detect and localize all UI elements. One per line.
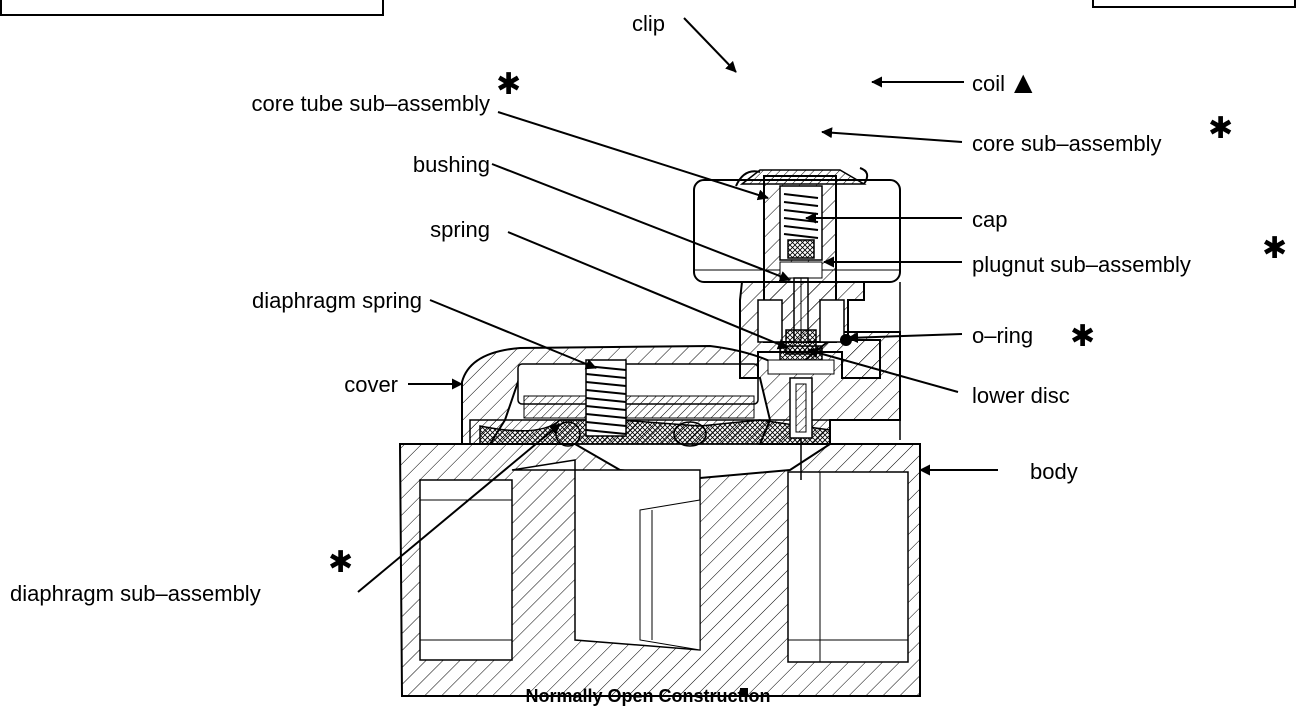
label-body: body bbox=[1030, 459, 1078, 484]
label-core-tube-sub-assembly: core tube sub–assembly bbox=[251, 91, 490, 116]
label-core-sub-assembly: core sub–assembly bbox=[972, 131, 1162, 156]
header-box-left bbox=[0, 0, 384, 16]
pilot-assembly bbox=[739, 281, 881, 379]
label-lower-disc: lower disc bbox=[972, 383, 1070, 408]
label-diaphragm-sub-assembly: diaphragm sub–assembly bbox=[10, 581, 261, 606]
leader-core-tube bbox=[497, 111, 769, 201]
valve-body bbox=[398, 443, 921, 697]
star-diaphragm-sub-assembly: ✱ bbox=[328, 545, 354, 580]
star-o-ring: ✱ bbox=[1070, 319, 1096, 354]
label-plugnut-sub-assembly: plugnut sub–assembly bbox=[972, 252, 1191, 277]
leader-o-ring bbox=[847, 332, 963, 344]
leader-lower-disc bbox=[807, 347, 959, 393]
label-diaphragm-spring: diaphragm spring bbox=[252, 288, 422, 313]
diagram-caption: Normally Open Construction bbox=[525, 686, 771, 706]
leader-clip bbox=[683, 17, 737, 73]
leader-spring bbox=[507, 231, 789, 350]
leader-core-sub-assembly bbox=[821, 127, 963, 143]
leader-diaphragm-sub-assembly bbox=[357, 423, 561, 593]
coil-triangle-icon: ▲ bbox=[1014, 68, 1033, 96]
leader-bushing bbox=[491, 163, 791, 282]
leader-diaphragm-spring bbox=[429, 299, 597, 370]
label-clip: clip bbox=[632, 11, 666, 36]
label-coil: coil bbox=[972, 71, 1006, 96]
label-spring: spring bbox=[430, 217, 490, 242]
star-plugnut-sub-assembly: ✱ bbox=[1262, 231, 1288, 266]
label-o-ring: o–ring bbox=[972, 323, 1034, 348]
valve-cover bbox=[461, 331, 901, 480]
label-cap: cap bbox=[972, 207, 1008, 232]
leader-lines bbox=[357, 17, 998, 593]
label-bushing: bushing bbox=[412, 152, 490, 177]
star-core-tube: ✱ bbox=[496, 67, 522, 102]
header-box-right bbox=[1092, 0, 1296, 8]
label-cover: cover bbox=[344, 372, 398, 397]
star-core-sub-assembly: ✱ bbox=[1208, 111, 1234, 146]
